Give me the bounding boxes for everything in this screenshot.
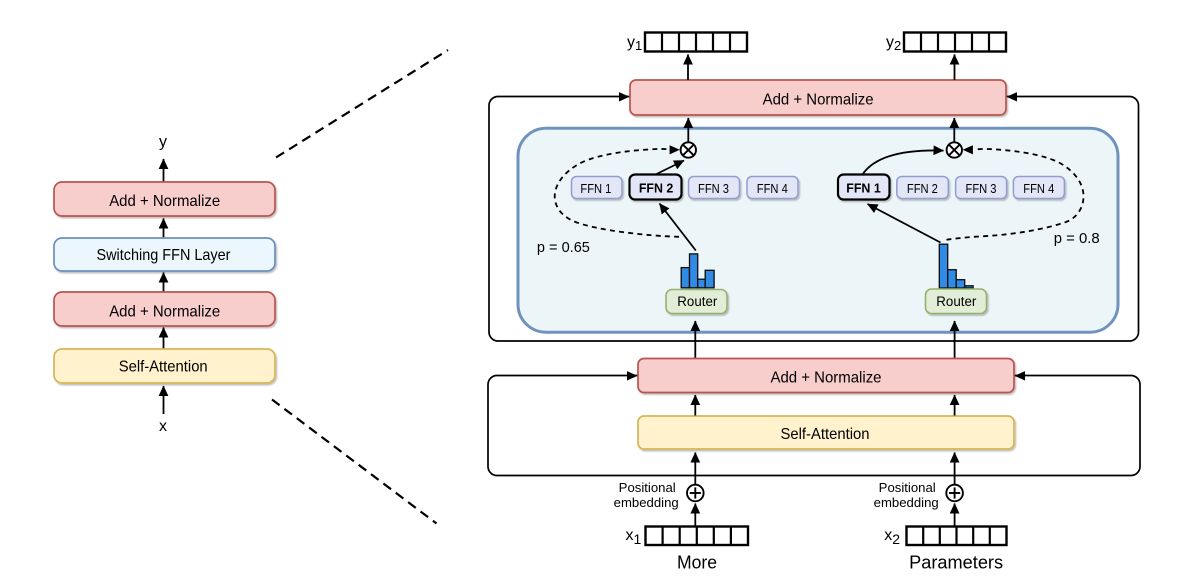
svg-text:Self-Attention: Self-Attention xyxy=(119,358,208,375)
svg-text:embedding: embedding xyxy=(874,495,939,510)
svg-text:FFN 3: FFN 3 xyxy=(966,182,997,196)
svg-text:Router: Router xyxy=(677,294,717,309)
svg-text:Switching FFN Layer: Switching FFN Layer xyxy=(97,247,232,264)
svg-text:FFN 2: FFN 2 xyxy=(907,182,938,196)
svg-text:Add + Normalize: Add + Normalize xyxy=(109,303,220,320)
svg-text:embedding: embedding xyxy=(614,495,679,510)
svg-text:FFN 4: FFN 4 xyxy=(1023,182,1054,196)
svg-text:Add + Normalize: Add + Normalize xyxy=(763,92,874,109)
svg-text:FFN 3: FFN 3 xyxy=(698,182,729,196)
svg-text:Add + Normalize: Add + Normalize xyxy=(109,193,220,210)
svg-text:x1: x1 xyxy=(626,527,642,547)
svg-text:p = 0.8: p = 0.8 xyxy=(1054,230,1100,247)
svg-text:More: More xyxy=(677,553,717,573)
svg-text:Router: Router xyxy=(936,294,976,309)
svg-text:FFN 4: FFN 4 xyxy=(757,182,788,196)
svg-text:Positional: Positional xyxy=(879,480,936,495)
svg-text:p = 0.65: p = 0.65 xyxy=(537,239,590,256)
svg-text:Add + Normalize: Add + Normalize xyxy=(771,369,882,386)
svg-text:FFN 2: FFN 2 xyxy=(639,182,674,196)
svg-text:y1: y1 xyxy=(627,34,642,53)
svg-text:Self-Attention: Self-Attention xyxy=(781,426,870,443)
svg-text:x: x xyxy=(159,418,167,435)
svg-text:x2: x2 xyxy=(884,527,900,547)
svg-text:FFN 1: FFN 1 xyxy=(580,182,611,196)
svg-text:Parameters: Parameters xyxy=(909,553,1003,573)
svg-text:y2: y2 xyxy=(886,34,901,53)
svg-text:Positional: Positional xyxy=(619,480,676,495)
svg-text:FFN 1: FFN 1 xyxy=(846,182,881,196)
svg-text:y: y xyxy=(159,134,167,151)
